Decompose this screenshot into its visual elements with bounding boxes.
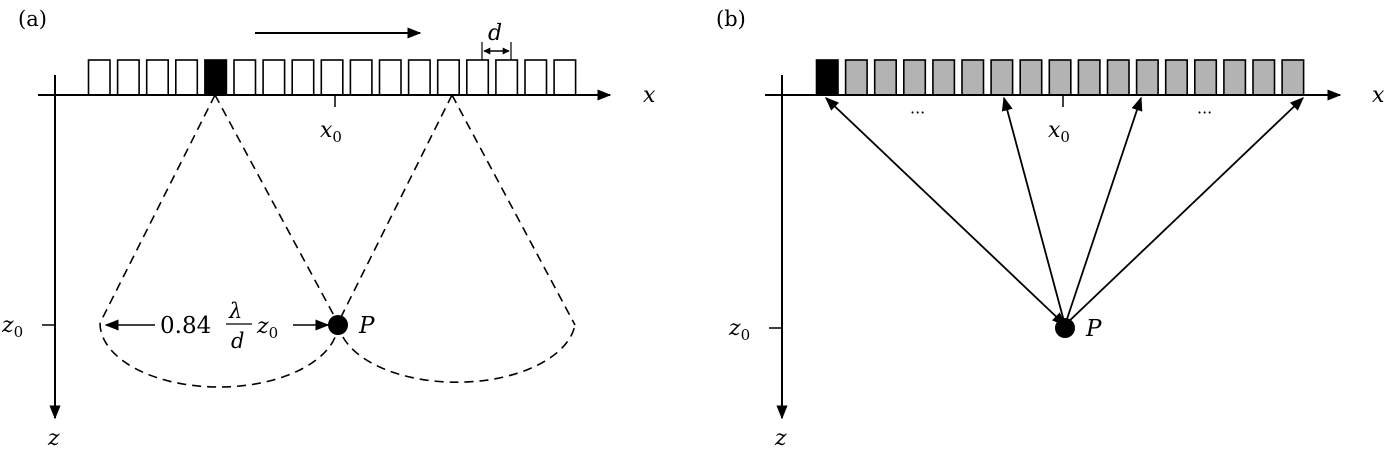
array-element <box>1252 59 1276 96</box>
x0-label-b: x0 <box>1048 118 1070 146</box>
array-element <box>378 59 402 96</box>
svg-text:λ: λ <box>228 299 242 323</box>
beam-width-formula: 0.84 λ d z0 <box>160 299 278 353</box>
array-element <box>1164 59 1188 96</box>
panel-b: (b) x z x0 z0 ··· ··· P <box>716 7 1385 451</box>
svg-text:d: d <box>231 329 244 353</box>
array-element <box>87 59 111 96</box>
array-element <box>1135 59 1159 96</box>
array-element <box>233 59 257 96</box>
path-arrow <box>824 97 1067 326</box>
beam-edge <box>337 94 453 324</box>
array-element <box>961 59 985 96</box>
array-element <box>1019 59 1043 96</box>
focal-point-b <box>1055 318 1075 338</box>
array-elements-b <box>815 59 1305 96</box>
array-element <box>1106 59 1130 96</box>
point-label-b: P <box>1085 316 1102 342</box>
beam-cones <box>99 94 576 388</box>
beam-arc <box>99 322 339 388</box>
svg-text:z0: z0 <box>256 314 278 342</box>
array-element <box>436 59 461 96</box>
array-elements-a <box>87 59 577 96</box>
beam-edge <box>451 94 576 326</box>
z-axis-label-b: z <box>774 426 787 451</box>
array-element <box>175 59 199 96</box>
x-axis-label-a: x <box>643 83 656 108</box>
z-axis-label-a: z <box>47 426 60 451</box>
array-element <box>465 59 490 96</box>
array-element <box>320 59 344 96</box>
ellipsis-right: ··· <box>1197 103 1212 122</box>
array-element <box>844 59 868 96</box>
z0-label-a: z0 <box>1 313 23 341</box>
array-element <box>932 59 956 96</box>
transmit-paths <box>824 96 1305 326</box>
path-arrow <box>1064 97 1305 326</box>
array-element <box>1077 59 1101 96</box>
pitch-label: d <box>488 21 502 46</box>
array-element <box>291 59 315 96</box>
panel-a-label: (a) <box>18 7 47 31</box>
array-element <box>873 59 898 96</box>
array-element <box>349 59 373 96</box>
array-element <box>262 59 286 96</box>
array-element <box>116 59 140 96</box>
panel-b-label: (b) <box>716 7 746 31</box>
array-element <box>524 59 548 96</box>
active-element <box>815 59 839 96</box>
array-element <box>407 59 431 96</box>
array-element <box>1281 59 1305 96</box>
beam-arc <box>337 322 576 384</box>
array-element <box>1223 59 1247 96</box>
x-axis-label-b: x <box>1372 83 1385 108</box>
array-element <box>1194 59 1218 96</box>
path-arrow <box>1001 96 1066 326</box>
array-element <box>990 59 1014 96</box>
ellipsis-left: ··· <box>910 103 925 122</box>
focal-point-a <box>328 315 348 335</box>
beam-edge <box>214 94 339 324</box>
svg-text:0.84: 0.84 <box>160 313 211 339</box>
array-element <box>495 59 519 96</box>
z0-label-b: z0 <box>728 316 750 344</box>
x0-label-a: x0 <box>320 118 342 146</box>
array-element <box>902 59 927 96</box>
array-element <box>145 59 169 96</box>
beam-edge <box>99 94 216 324</box>
path-arrow <box>1064 96 1143 326</box>
active-element <box>204 59 228 96</box>
point-label-a: P <box>358 313 375 339</box>
array-element <box>1048 59 1072 96</box>
array-element <box>553 59 577 96</box>
panel-a: (a) x z x0 z0 d 0.84 λ d z0 <box>1 7 656 451</box>
